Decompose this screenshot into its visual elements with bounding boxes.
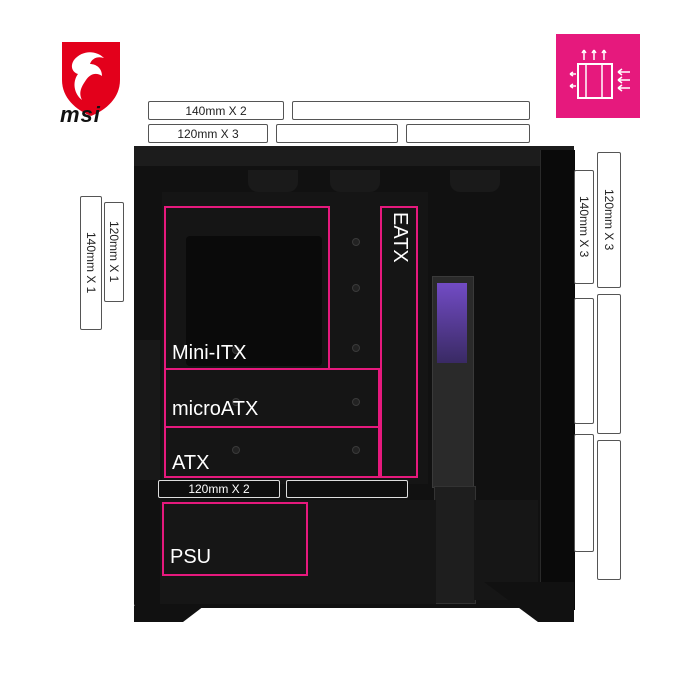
top-fan-140-label: 140mm X 2 [148, 101, 284, 120]
case-top-rail [134, 146, 574, 166]
mount-hole [352, 284, 360, 292]
top-fan-notch [248, 170, 298, 192]
top-fan-120-label: 120mm X 3 [148, 124, 268, 143]
mount-hole [232, 398, 240, 406]
top-fan-notch [330, 170, 380, 192]
top-fan-120-slot-3 [406, 124, 530, 143]
mini-itx-label: Mini-ITX [172, 342, 247, 364]
mount-hole [352, 446, 360, 454]
mount-hole [352, 398, 360, 406]
psu-zone [162, 502, 308, 576]
front-fan-140-slot-3 [574, 434, 594, 552]
psu-shroud [160, 500, 436, 604]
bottom-fan-slot-2 [286, 480, 408, 498]
front-fan-120-slot-3 [597, 440, 621, 580]
top-fan-120-slot-2 [276, 124, 398, 143]
rear-io-strip [134, 340, 160, 480]
psu-label: PSU [170, 546, 212, 568]
brand-name: msi [60, 102, 101, 127]
gpu-rgb-panel [437, 283, 467, 363]
rear-fan-120-label: 120mm X 1 [104, 202, 124, 302]
airflow-icon [556, 34, 640, 118]
msi-logo: msi [56, 36, 126, 132]
atx-zone [164, 426, 380, 478]
mount-hole [352, 344, 360, 352]
case-foot-left [134, 606, 204, 622]
cpu-cutout [186, 236, 322, 366]
top-fan-140-slot-2 [292, 101, 530, 120]
bottom-fan-label: 120mm X 2 [158, 480, 280, 498]
top-fan-notch [450, 170, 500, 192]
graphics-card [432, 276, 474, 488]
atx-label: ATX [172, 452, 210, 474]
eatx-label: EATX [389, 212, 411, 263]
front-fan-140-slot-2 [574, 298, 594, 424]
mount-hole [232, 446, 240, 454]
front-fan-140-label: 140mm X 3 [574, 170, 594, 284]
mount-hole [232, 346, 240, 354]
case-front-panel [540, 150, 575, 610]
eatx-zone [380, 206, 418, 478]
front-fan-120-slot-2 [597, 294, 621, 434]
micro-atx-label: microATX [172, 398, 259, 420]
mount-hole [352, 238, 360, 246]
gpu-bracket [434, 486, 476, 604]
front-fan-120-label: 120mm X 3 [597, 152, 621, 288]
rear-fan-140-label: 140mm X 1 [80, 196, 102, 330]
